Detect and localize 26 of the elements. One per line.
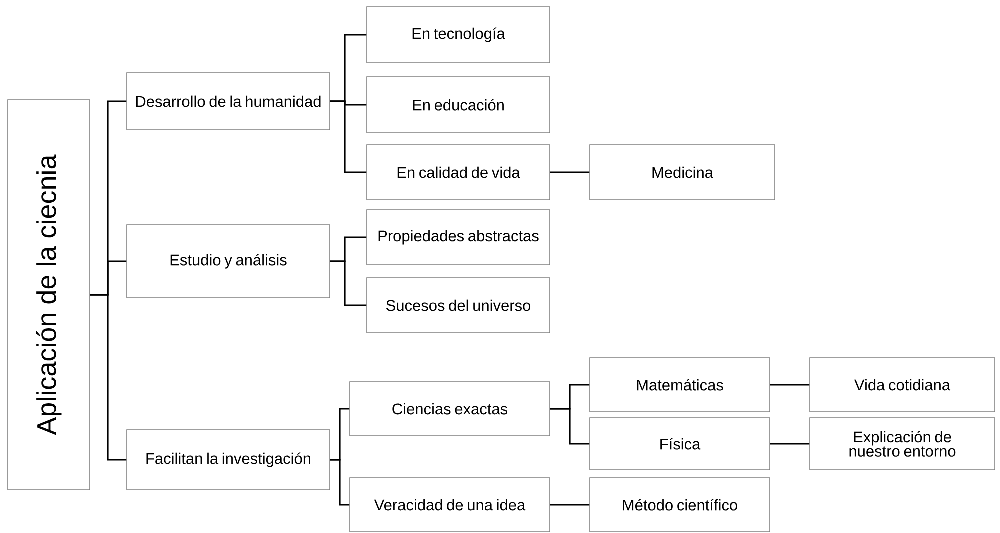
topic-box: Explicación de nuestro entorno <box>810 418 996 470</box>
topic-box: Estudio y análisis <box>126 224 330 298</box>
topic-box: Ciencias exactas <box>350 382 550 436</box>
topic-box: Matemáticas <box>590 358 770 412</box>
topic-box: Facilitan la investigación <box>126 430 330 490</box>
connector-line <box>550 408 590 445</box>
topic-box: Medicina <box>590 144 776 200</box>
connector-line <box>770 443 810 445</box>
connector-line <box>550 172 590 174</box>
connector-line <box>330 100 367 174</box>
topic-box: En tecnología <box>366 6 550 64</box>
topic-box: Veracidad de una idea <box>350 478 550 532</box>
topic-box: Física <box>590 418 770 470</box>
connector-line <box>90 294 127 461</box>
connector-line <box>770 384 810 386</box>
title-box: Aplicación de la ciecnia <box>8 100 90 490</box>
topic-box: Desarrollo de la humanidad <box>126 72 330 130</box>
connector-line <box>550 504 590 506</box>
topic-box: Vida cotidiana <box>810 358 996 412</box>
topic-box: En calidad de vida <box>366 144 550 200</box>
topic-box: En educación <box>366 76 550 134</box>
topic-box: Método científico <box>590 478 770 532</box>
topic-box: Propiedades abstractas <box>366 210 550 266</box>
connector-line <box>330 459 350 506</box>
topic-box: Sucesos del universo <box>366 278 550 334</box>
connector-line <box>330 260 367 306</box>
